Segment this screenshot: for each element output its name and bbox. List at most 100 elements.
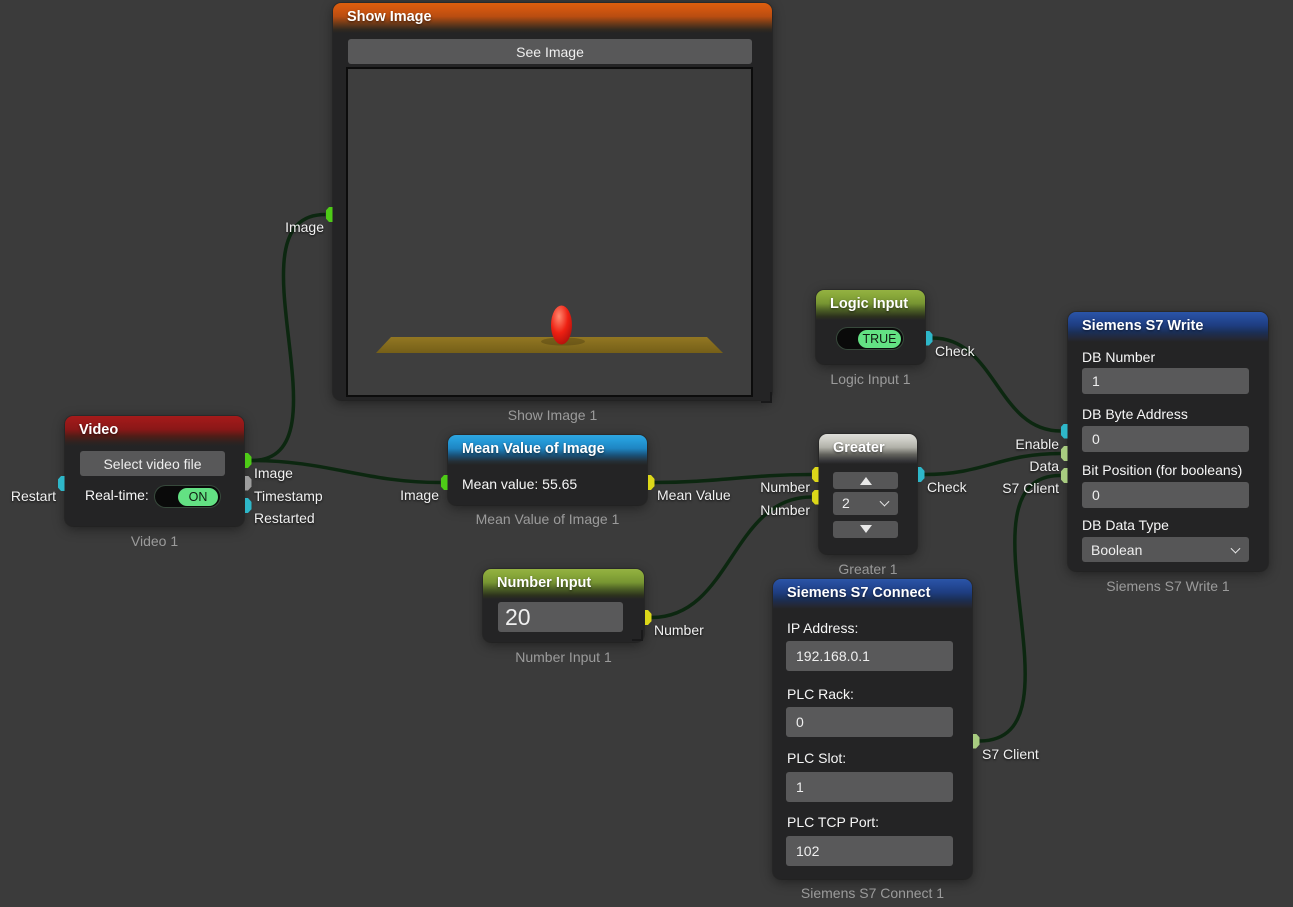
node-title: Siemens S7 Connect	[787, 585, 931, 601]
db-number-input[interactable]	[1082, 368, 1249, 394]
node-title: Video	[79, 422, 119, 438]
resize-handle[interactable]	[761, 392, 772, 403]
number-input-field[interactable]	[498, 602, 623, 632]
node-s7-connect-header[interactable]: Siemens S7 Connect	[773, 579, 972, 609]
toggle-knob: ON	[178, 487, 218, 506]
connection-edge[interactable]	[651, 495, 812, 620]
node-greater[interactable]: Greater 2	[819, 434, 917, 554]
port-label: Check	[935, 342, 975, 359]
port-greater-input-number-2[interactable]	[811, 489, 819, 505]
port-video-input-restart[interactable]	[57, 476, 65, 491]
node-number-input-header[interactable]: Number Input	[483, 569, 644, 599]
port-s7-write-input-data[interactable]	[1060, 446, 1068, 461]
port-label: Number	[760, 501, 810, 518]
port-video-output-restarted[interactable]	[244, 498, 252, 513]
port-mean-value-input-image[interactable]	[440, 475, 448, 490]
realtime-toggle[interactable]: ON	[155, 486, 220, 507]
chevron-down-icon	[1230, 543, 1241, 554]
field-label: DB Byte Address	[1082, 406, 1188, 422]
node-show-image-header[interactable]: Show Image	[333, 3, 772, 33]
see-image-button[interactable]: See Image	[348, 39, 752, 64]
port-video-output-timestamp[interactable]	[244, 475, 252, 491]
node-title: Logic Input	[830, 296, 909, 312]
field-label: PLC Slot:	[787, 750, 847, 766]
port-s7-write-input-enable[interactable]	[1060, 423, 1068, 439]
node-instance-caption: Siemens S7 Connect 1	[800, 885, 945, 901]
plank	[376, 337, 723, 353]
image-preview	[346, 67, 753, 397]
node-s7-write[interactable]: Siemens S7 Write DB Number DB Byte Addre…	[1068, 312, 1268, 571]
node-title: Greater	[833, 440, 885, 456]
port-label: Enable	[1015, 435, 1059, 452]
port-s7-write-input-s7-client[interactable]	[1060, 468, 1068, 483]
up-arrow-icon	[859, 476, 872, 485]
bit-position-input[interactable]	[1082, 482, 1249, 508]
increment-button[interactable]	[833, 472, 898, 489]
field-label: IP Address:	[787, 620, 859, 636]
realtime-label: Real-time:	[85, 487, 149, 503]
node-video[interactable]: Video Select video file Real-time: ON	[65, 416, 244, 526]
node-mean-value[interactable]: Mean Value of Image Mean value: 55.65	[448, 435, 647, 505]
egg	[551, 305, 572, 345]
select-value: Boolean	[1091, 541, 1143, 558]
node-logic-input[interactable]: Logic Input TRUE	[816, 290, 925, 364]
port-label: Restart	[10, 488, 56, 504]
port-mean-value-output[interactable]	[647, 475, 655, 490]
decrement-button[interactable]	[833, 520, 898, 538]
node-logic-input-header[interactable]: Logic Input	[816, 290, 925, 320]
video-frame-scene	[348, 69, 751, 395]
toggle-knob: TRUE	[858, 329, 901, 348]
connection-edge[interactable]	[654, 472, 812, 485]
ip-address-input[interactable]	[786, 641, 953, 671]
port-logic-input-output-check[interactable]	[925, 330, 933, 346]
port-s7-connect-output[interactable]	[972, 733, 980, 749]
db-data-type-select[interactable]: Boolean	[1082, 537, 1249, 562]
field-label: PLC TCP Port:	[787, 814, 880, 830]
plc-tcp-port-input[interactable]	[786, 836, 953, 866]
node-number-input[interactable]: Number Input	[483, 569, 644, 642]
logic-toggle[interactable]: TRUE	[837, 328, 903, 349]
port-label: Image	[400, 487, 439, 503]
port-label: Number	[760, 479, 810, 495]
port-label: S7 Client	[1002, 480, 1059, 496]
plc-slot-input[interactable]	[786, 772, 953, 802]
field-label: DB Number	[1082, 349, 1156, 365]
resize-handle[interactable]	[632, 630, 643, 641]
port-show-image-input-image[interactable]	[325, 207, 333, 222]
node-title: Show Image	[347, 9, 432, 25]
field-label: Bit Position (for booleans)	[1082, 462, 1243, 478]
down-arrow-icon	[859, 525, 872, 533]
node-video-header[interactable]: Video	[65, 416, 244, 446]
node-instance-caption: Number Input 1	[515, 649, 612, 665]
node-instance-caption: Video 1	[130, 533, 179, 549]
field-label: PLC Rack:	[787, 686, 854, 702]
select-value: 2	[842, 495, 850, 511]
connection-edge[interactable]	[924, 451, 1061, 477]
field-label: DB Data Type	[1082, 517, 1169, 533]
node-title: Mean Value of Image	[462, 441, 605, 457]
node-greater-header[interactable]: Greater	[819, 434, 917, 464]
connection-edge[interactable]	[251, 458, 441, 485]
node-mean-value-header[interactable]: Mean Value of Image	[448, 435, 647, 465]
connection-edge[interactable]	[251, 212, 326, 463]
connection-edge[interactable]	[932, 336, 1061, 433]
port-label: Restarted	[254, 510, 315, 526]
port-video-output-image[interactable]	[244, 453, 252, 468]
plc-rack-input[interactable]	[786, 707, 953, 737]
port-label: Mean Value	[657, 487, 731, 503]
node-s7-connect[interactable]: Siemens S7 Connect IP Address: PLC Rack:…	[773, 579, 972, 879]
select-video-file-button[interactable]: Select video file	[80, 451, 225, 476]
node-s7-write-header[interactable]: Siemens S7 Write	[1068, 312, 1268, 342]
port-greater-output-check[interactable]	[917, 467, 925, 482]
port-greater-input-number-1[interactable]	[811, 467, 819, 482]
node-show-image[interactable]: Show Image See Image	[333, 3, 772, 403]
greater-value-select[interactable]: 2	[833, 491, 898, 515]
port-number-input-output[interactable]	[644, 610, 652, 625]
port-label: Image	[285, 219, 324, 235]
db-byte-address-input[interactable]	[1082, 426, 1249, 452]
chevron-down-icon	[879, 496, 890, 507]
connection-edge[interactable]	[979, 473, 1061, 743]
node-title: Siemens S7 Write	[1082, 318, 1204, 334]
